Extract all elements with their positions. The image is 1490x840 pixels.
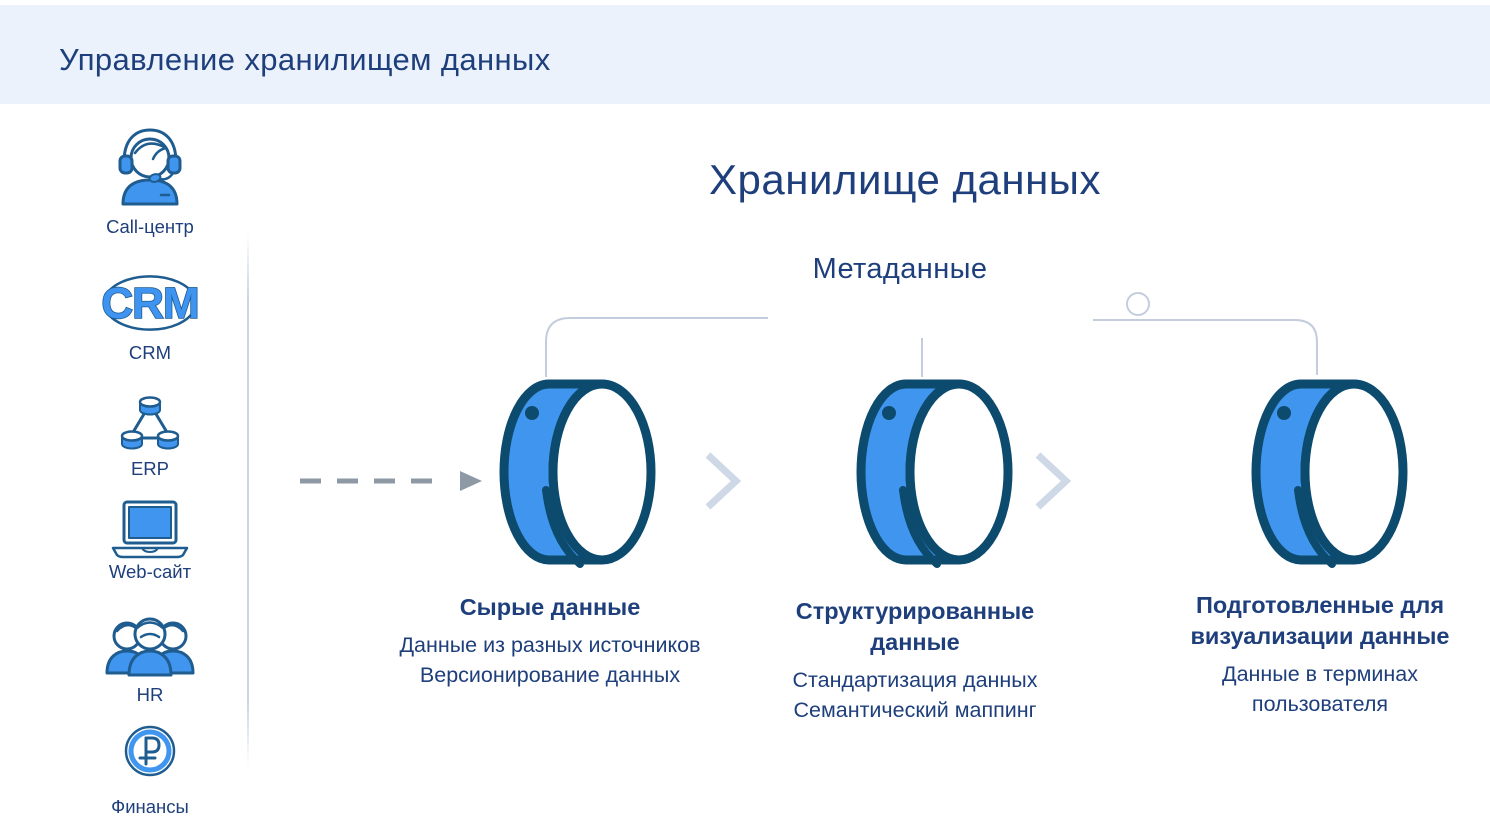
stage-line: Данные в терминах	[1222, 662, 1418, 686]
erp-node-left	[120, 430, 144, 450]
stage-title: Сырые данные	[459, 594, 641, 620]
source-label-hr: HR	[136, 684, 164, 705]
stage-line: Стандартизация данных	[792, 668, 1038, 692]
inbound-dashed-arrow	[300, 471, 482, 491]
cylinder-visualization-data-icon	[1246, 372, 1409, 572]
arrowhead	[460, 471, 482, 491]
bracket-left-segment	[545, 317, 768, 377]
svg-text:CRM: CRM	[101, 279, 198, 328]
stage-line: пользователя	[1251, 692, 1389, 716]
source-label-erp: ERP	[130, 458, 170, 479]
stage-line: Семантический маппинг	[793, 698, 1037, 722]
stage-title: Подготовленные для визуализации данные	[1190, 592, 1450, 649]
people-group-icon	[105, 617, 195, 677]
chevron-right-icon	[1035, 452, 1072, 510]
page-title: Управление хранилищем данных	[59, 42, 551, 77]
metadata-label: Метаданные	[812, 253, 988, 285]
metadata-bracket	[545, 292, 1318, 377]
headset-agent-icon	[118, 128, 182, 206]
source-label-call-center: Call-центр	[106, 216, 194, 237]
crm-icon: CRM	[101, 275, 200, 331]
chevron-right-icon	[705, 452, 742, 510]
source-label-finance: Финансы	[111, 796, 189, 817]
stage-prepared-data: Подготовленные для визуализации данные Д…	[1145, 590, 1490, 719]
stage-structured-data: Структурированные данные Стандартизация …	[765, 596, 1065, 725]
stage-line: Версионирование данных	[419, 663, 681, 687]
cylinder-structured-data-icon	[851, 372, 1014, 572]
bracket-right-segment	[1093, 319, 1318, 375]
warehouse-title: Хранилище данных	[709, 156, 1101, 203]
erp-node-top	[138, 396, 162, 416]
source-label-crm: CRM	[128, 342, 172, 363]
stage-raw-data: Сырые данные Данные из разных источников…	[330, 592, 770, 690]
source-label-web: Web-сайт	[108, 561, 192, 582]
cylinder-raw-data-icon	[494, 372, 657, 572]
stage-title: Структурированные данные	[795, 598, 1035, 655]
metadata-circle	[1126, 292, 1150, 316]
ruble-coin-icon	[124, 725, 176, 777]
stage-line: Данные из разных источников	[399, 633, 701, 657]
laptop-icon	[111, 500, 189, 559]
ruble-sign	[138, 736, 161, 766]
sidebar-divider	[247, 233, 249, 767]
erp-network-icon	[120, 396, 180, 450]
header-band: Управление хранилищем данных	[0, 5, 1490, 104]
erp-node-right	[156, 430, 180, 450]
